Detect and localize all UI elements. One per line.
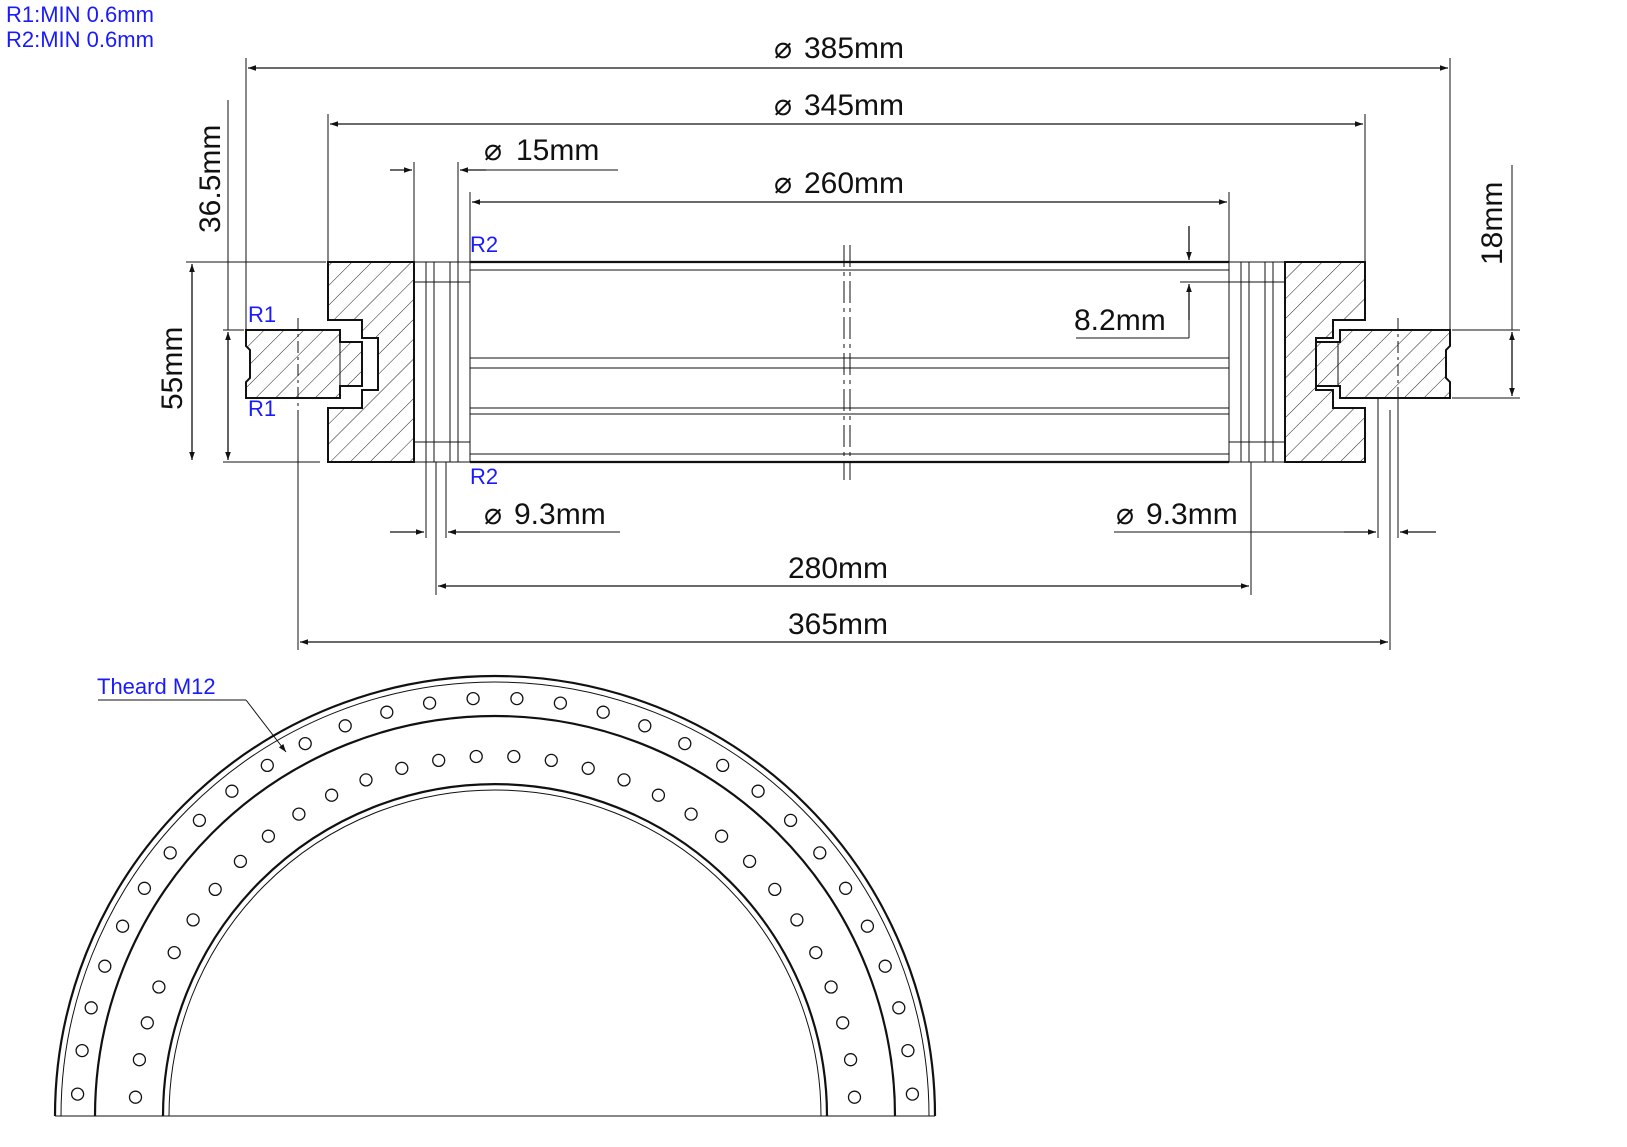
roller-left [339, 341, 363, 387]
outer-mounting-hole [838, 881, 853, 895]
inner-mounting-hole [359, 773, 373, 787]
section-view [245, 245, 1451, 480]
dim-9-3-right-diameter-symbol: ⌀ [1116, 498, 1134, 531]
dim-flange-height-18: 18mm [1476, 182, 1509, 265]
outer-mounting-hole [115, 919, 130, 933]
inner-mounting-hole [843, 1053, 858, 1067]
inner-mounting-hole [140, 1016, 154, 1030]
dim-height-55: 55mm [156, 327, 189, 410]
outer-mounting-hole [878, 959, 892, 973]
outer-ring-right-section [1284, 261, 1366, 463]
outer-mounting-hole [75, 1043, 89, 1058]
outer-mounting-hole [84, 1001, 98, 1015]
dim-385-diameter-symbol: ⌀ [774, 32, 792, 65]
dim-9-3-left-diameter-symbol: ⌀ [484, 498, 502, 531]
outer-mounting-hole [860, 919, 875, 933]
inner-mounting-hole [324, 788, 339, 802]
inner-mounting-hole [651, 788, 666, 802]
inner-mounting-hole [261, 829, 276, 843]
outer-mounting-hole [422, 696, 437, 710]
inner-mounting-hole [581, 761, 595, 775]
outer-mounting-hole [192, 813, 207, 828]
r2-label-bottom: R2 [470, 464, 498, 489]
dim-depth-8-2: 8.2mm [1074, 304, 1166, 337]
inner-mounting-hole [208, 882, 222, 897]
dim-15-diameter-symbol: ⌀ [484, 134, 502, 167]
inner-mounting-hole [742, 854, 757, 869]
dim-pitch-365: 365mm [788, 608, 888, 641]
outer-mounting-hole [901, 1043, 915, 1058]
inner-mounting-hole [292, 807, 306, 821]
outer-mounting-hole [137, 881, 152, 895]
outer-mounting-hole [70, 1087, 85, 1101]
outer-mounting-hole [716, 758, 730, 773]
inner-mounting-hole [847, 1090, 862, 1104]
outer-mounting-hole [783, 813, 798, 828]
outer-mounting-hole [98, 959, 112, 973]
outer-mounting-hole [260, 758, 274, 773]
dim-pitch-280: 280mm [788, 552, 888, 585]
inner-mounting-hole [469, 749, 483, 764]
inner-hole-pattern [128, 749, 862, 1104]
inner-mounting-hole [167, 945, 181, 960]
outer-mounting-hole [751, 784, 765, 798]
inner-mounting-hole [790, 913, 804, 927]
dim-260-diameter-symbol: ⌀ [774, 167, 792, 200]
outer-mounting-hole [163, 846, 177, 860]
inner-mounting-hole [714, 829, 729, 843]
r1-label-bottom: R1 [248, 396, 276, 421]
outer-mounting-hole [596, 705, 610, 719]
inner-mounting-hole [132, 1053, 147, 1067]
r1-note: R1:MIN 0.6mm [6, 2, 154, 27]
inner-mounting-hole [432, 753, 446, 768]
dim-hole-9-3-left: 9.3mm [514, 498, 606, 531]
outer-mounting-hole [553, 696, 568, 710]
dim-counterbore-15: 15mm [516, 134, 599, 167]
inner-mounting-hole [233, 854, 248, 869]
outer-mounting-hole [466, 691, 480, 706]
outer-mounting-hole [338, 719, 352, 733]
inner-ring-right-section [1315, 329, 1451, 399]
r2-label-top: R2 [470, 232, 498, 257]
outer-mounting-hole [225, 784, 239, 798]
outer-mounting-hole [510, 691, 524, 706]
dim-345-diameter-symbol: ⌀ [774, 89, 792, 122]
dim-bore-diameter-260: 260mm [804, 167, 904, 200]
thread-callout: Theard M12 [97, 674, 216, 699]
outer-mounting-hole [678, 736, 692, 751]
outer-hole-pattern [70, 691, 920, 1101]
dim-height-36-5: 36.5mm [194, 125, 227, 233]
inner-mounting-hole [152, 980, 166, 994]
outer-mounting-hole [298, 736, 312, 751]
outer-mounting-hole [892, 1001, 906, 1015]
inner-mounting-hole [544, 753, 558, 768]
inner-mounting-hole [684, 807, 698, 821]
inner-mounting-hole [809, 945, 823, 960]
inner-mounting-hole [824, 980, 838, 994]
inner-mounting-hole [617, 773, 631, 787]
dimension-lines [186, 58, 1520, 650]
r2-note: R2:MIN 0.6mm [6, 27, 154, 52]
dim-outer-diameter-385: 385mm [804, 32, 904, 65]
outer-mounting-hole [813, 846, 827, 860]
roller-right [1315, 341, 1339, 387]
dim-housing-diameter-345: 345mm [804, 89, 904, 122]
inner-mounting-hole [128, 1090, 143, 1104]
inner-mounting-hole [768, 882, 782, 897]
inner-mounting-hole [507, 749, 521, 764]
inner-ring-left-section [245, 329, 363, 399]
inner-mounting-hole [836, 1016, 850, 1030]
outer-mounting-hole [380, 705, 394, 719]
outer-mounting-hole [638, 719, 652, 733]
plan-view [53, 674, 937, 1117]
outer-mounting-hole [905, 1087, 920, 1101]
inner-mounting-hole [395, 761, 409, 775]
r1-label-top: R1 [248, 302, 276, 327]
inner-mounting-hole [186, 913, 200, 927]
dim-hole-9-3-right: 9.3mm [1146, 498, 1238, 531]
